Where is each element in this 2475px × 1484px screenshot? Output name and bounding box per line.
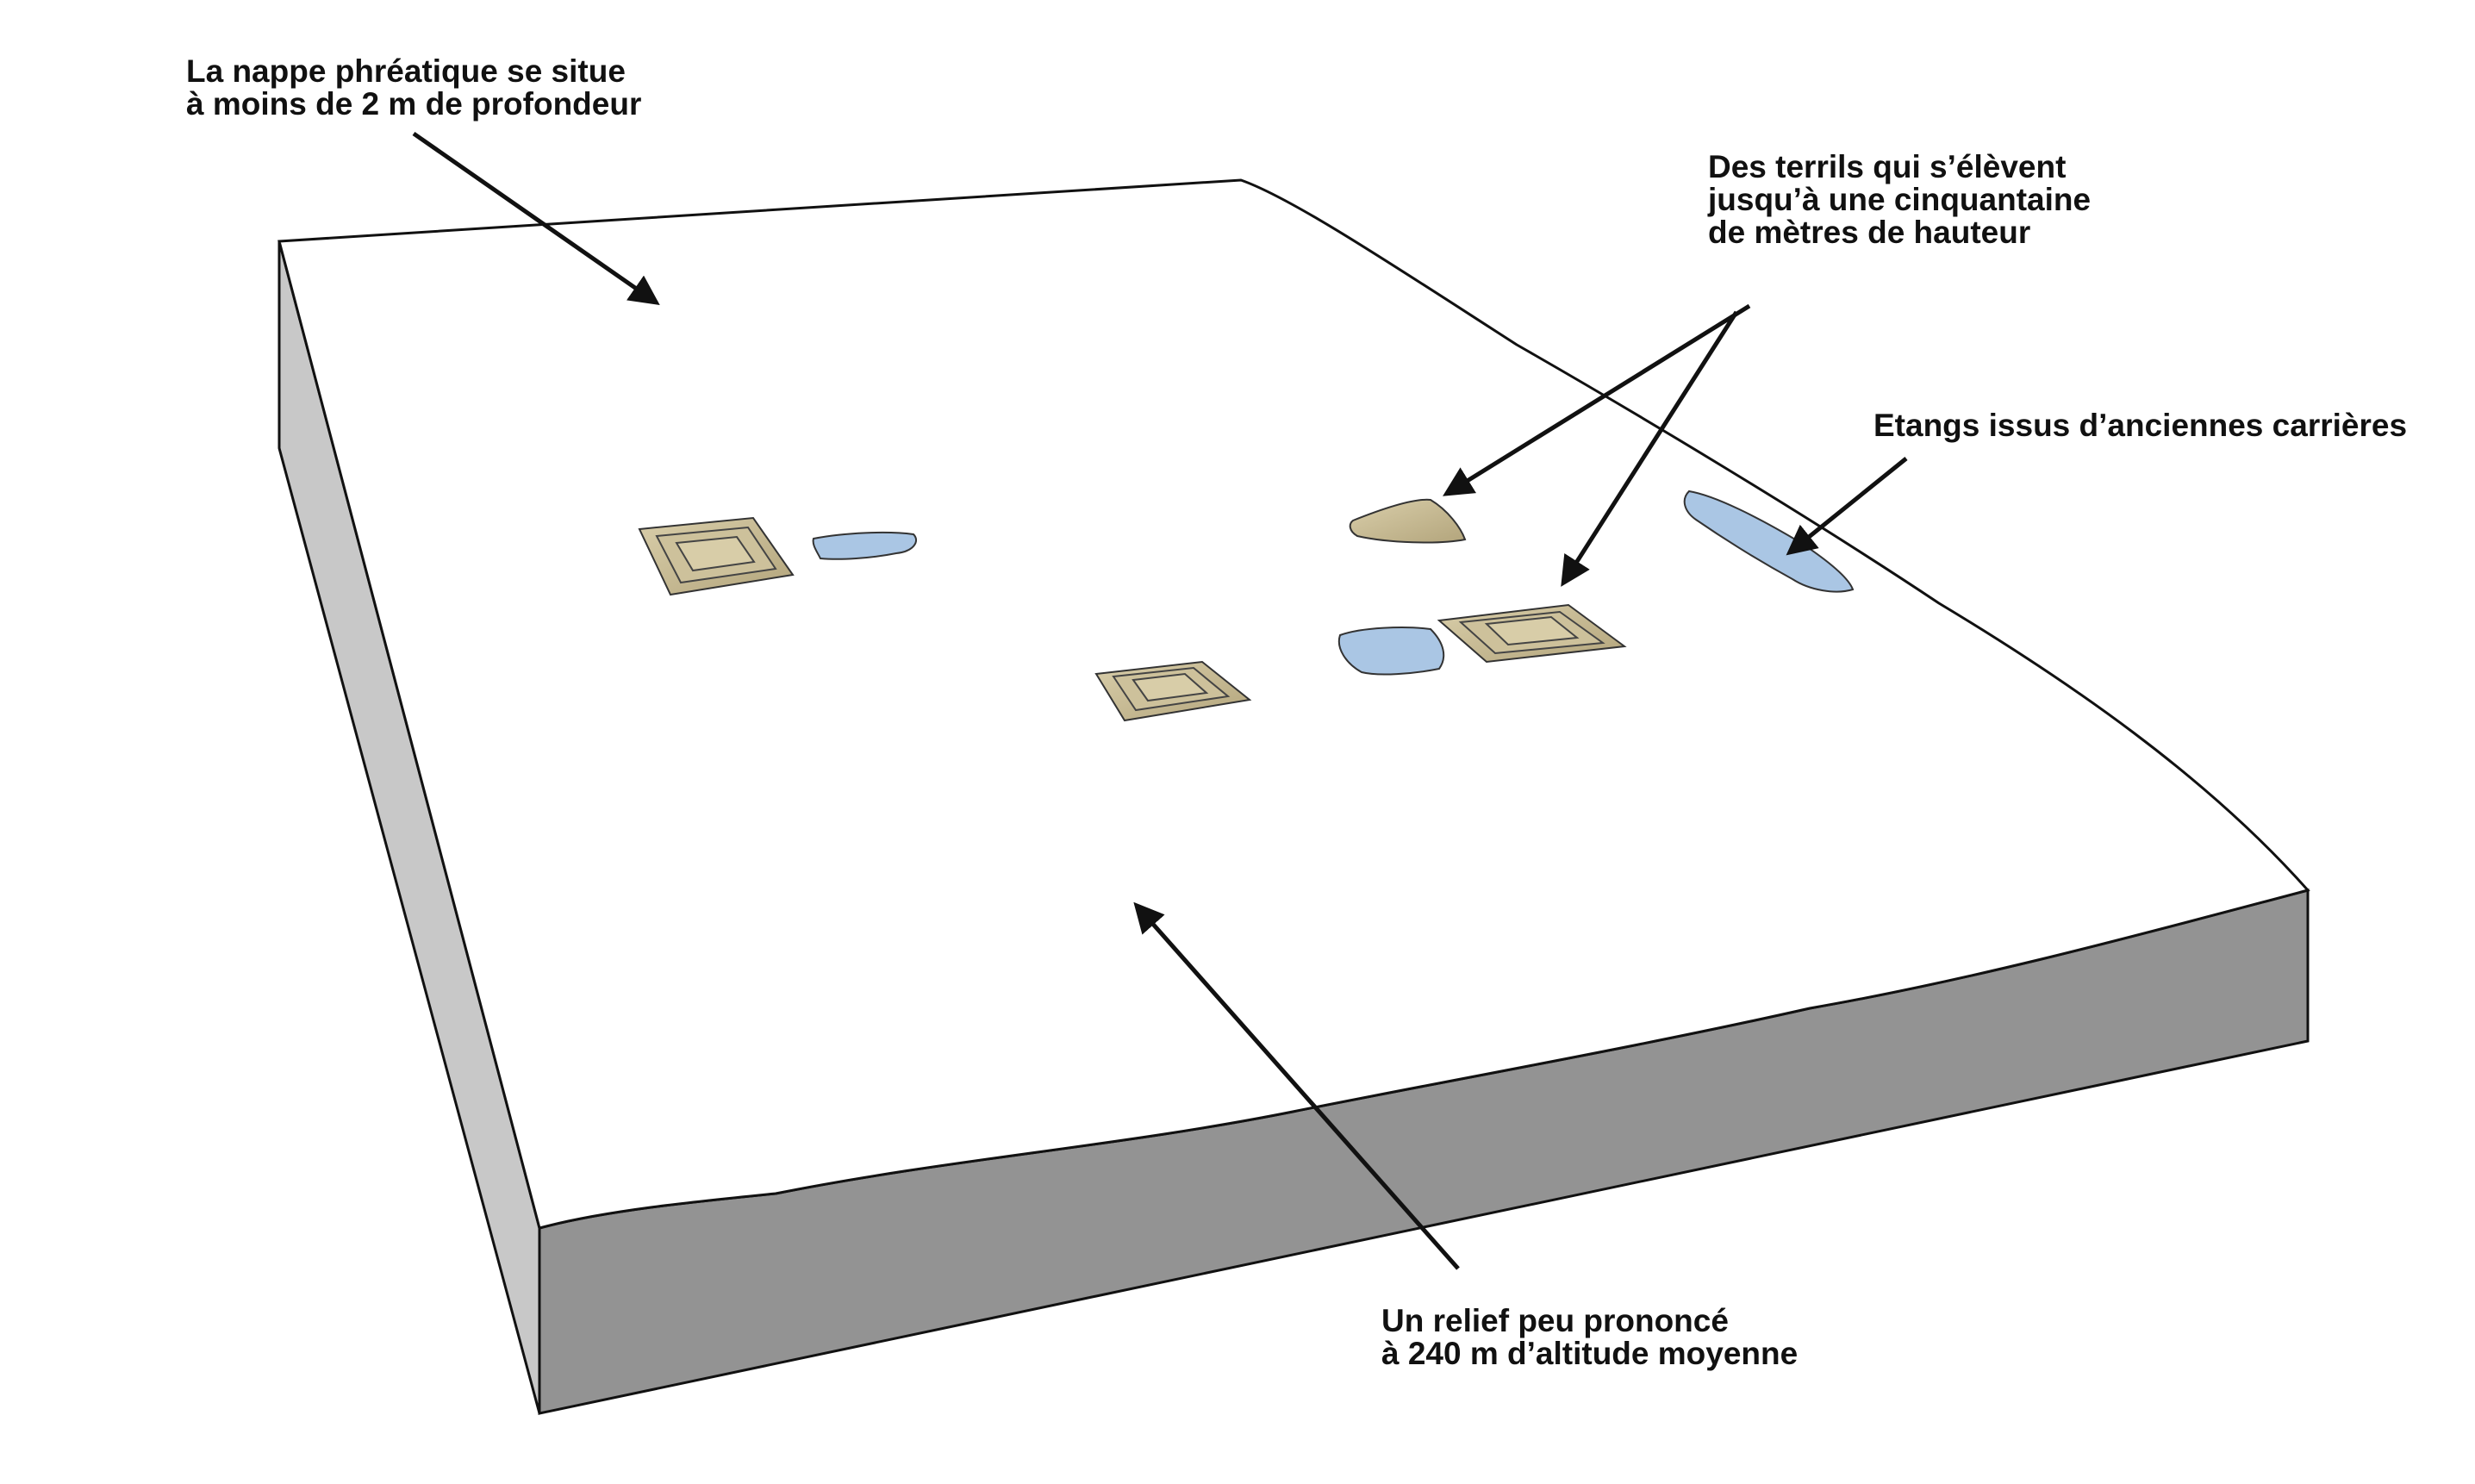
arrow-ponds bbox=[1786, 457, 1908, 556]
slag-heap-conical bbox=[1349, 498, 1467, 544]
annotation-ponds-line1: Etangs issus d’anciennes carrières bbox=[1873, 408, 2408, 443]
arrow-relief bbox=[1133, 901, 1460, 1270]
annotation-slag-heaps: Des terrils qui s’élèvent jusqu’à une ci… bbox=[1708, 151, 2091, 249]
annotation-water-table: La nappe phréatique se situe à moins de … bbox=[186, 55, 641, 121]
annotation-water-table-line2: à moins de 2 m de profondeur bbox=[186, 86, 642, 122]
arrow-slag-heap-right bbox=[1561, 310, 1739, 587]
annotation-relief-line2: à 240 m d’altitude moyenne bbox=[1381, 1336, 1799, 1371]
arrow-water-table bbox=[412, 131, 660, 306]
pond-right-edge bbox=[1683, 489, 1855, 593]
annotation-relief-line1: Un relief peu prononcé bbox=[1381, 1303, 1729, 1338]
annotation-slag-heaps-line3: de mètres de hauteur bbox=[1708, 215, 2031, 250]
slag-heap-left bbox=[638, 516, 795, 596]
arrow-slag-heap-conical bbox=[1443, 303, 1751, 496]
annotation-relief: Un relief peu prononcé à 240 m d’altitud… bbox=[1381, 1305, 1798, 1370]
annotation-water-table-line1: La nappe phréatique se situe bbox=[186, 53, 626, 89]
pond-left bbox=[812, 531, 918, 560]
slag-heap-center bbox=[1094, 660, 1252, 722]
slag-heap-right bbox=[1437, 603, 1627, 664]
annotation-slag-heaps-line1: Des terrils qui s’élèvent bbox=[1708, 149, 2067, 184]
annotation-ponds: Etangs issus d’anciennes carrières bbox=[1873, 409, 2407, 442]
pond-center-right bbox=[1337, 627, 1445, 676]
annotation-slag-heaps-line2: jusqu’à une cinquantaine bbox=[1708, 182, 2092, 217]
